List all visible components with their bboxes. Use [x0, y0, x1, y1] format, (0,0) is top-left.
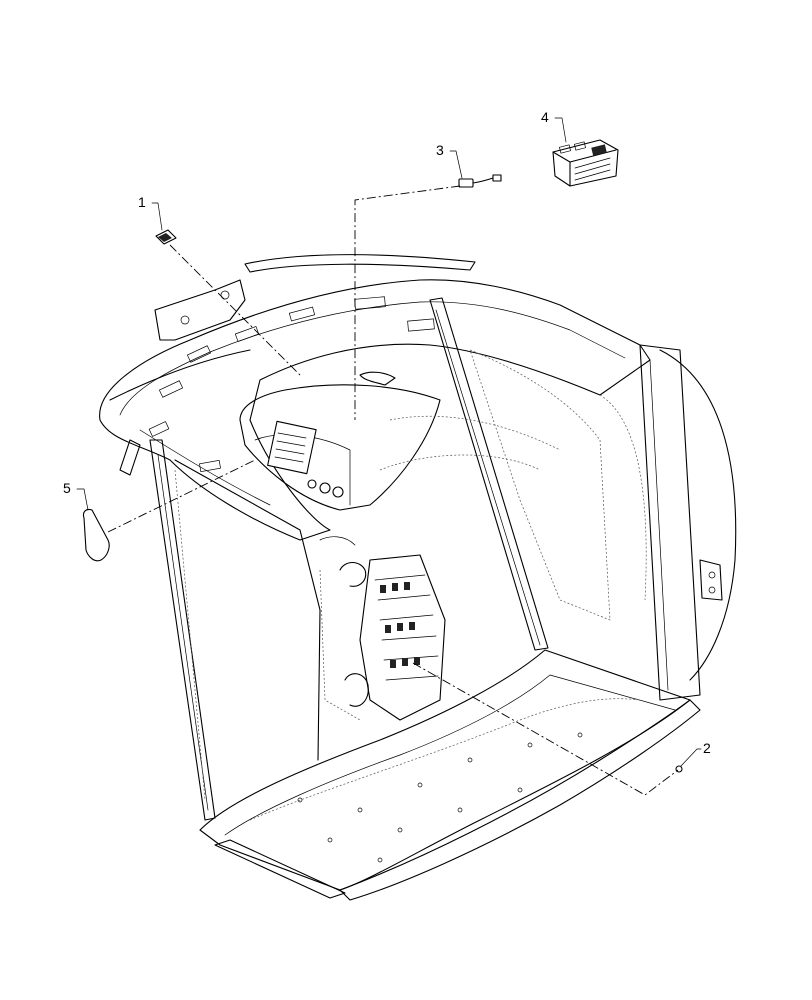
cab-assembly — [99, 254, 737, 901]
part-4-module-box — [552, 139, 619, 187]
part-1-connector — [155, 229, 177, 245]
callout-4: 4 — [541, 109, 567, 143]
callout-label-2: 2 — [703, 740, 711, 756]
callout-5: 5 — [63, 480, 89, 511]
part-5-label-plate — [82, 508, 110, 562]
part-3-cable-plug — [458, 174, 502, 188]
callout-3: 3 — [436, 142, 463, 179]
callout-label-3: 3 — [436, 142, 444, 158]
leader-lines — [107, 185, 679, 796]
part-2-fastener — [675, 765, 683, 773]
callout-label-1: 1 — [138, 194, 146, 210]
callout-label-4: 4 — [541, 109, 549, 125]
callout-2: 2 — [680, 740, 711, 767]
callout-label-5: 5 — [63, 480, 71, 496]
callout-1: 1 — [138, 194, 163, 231]
